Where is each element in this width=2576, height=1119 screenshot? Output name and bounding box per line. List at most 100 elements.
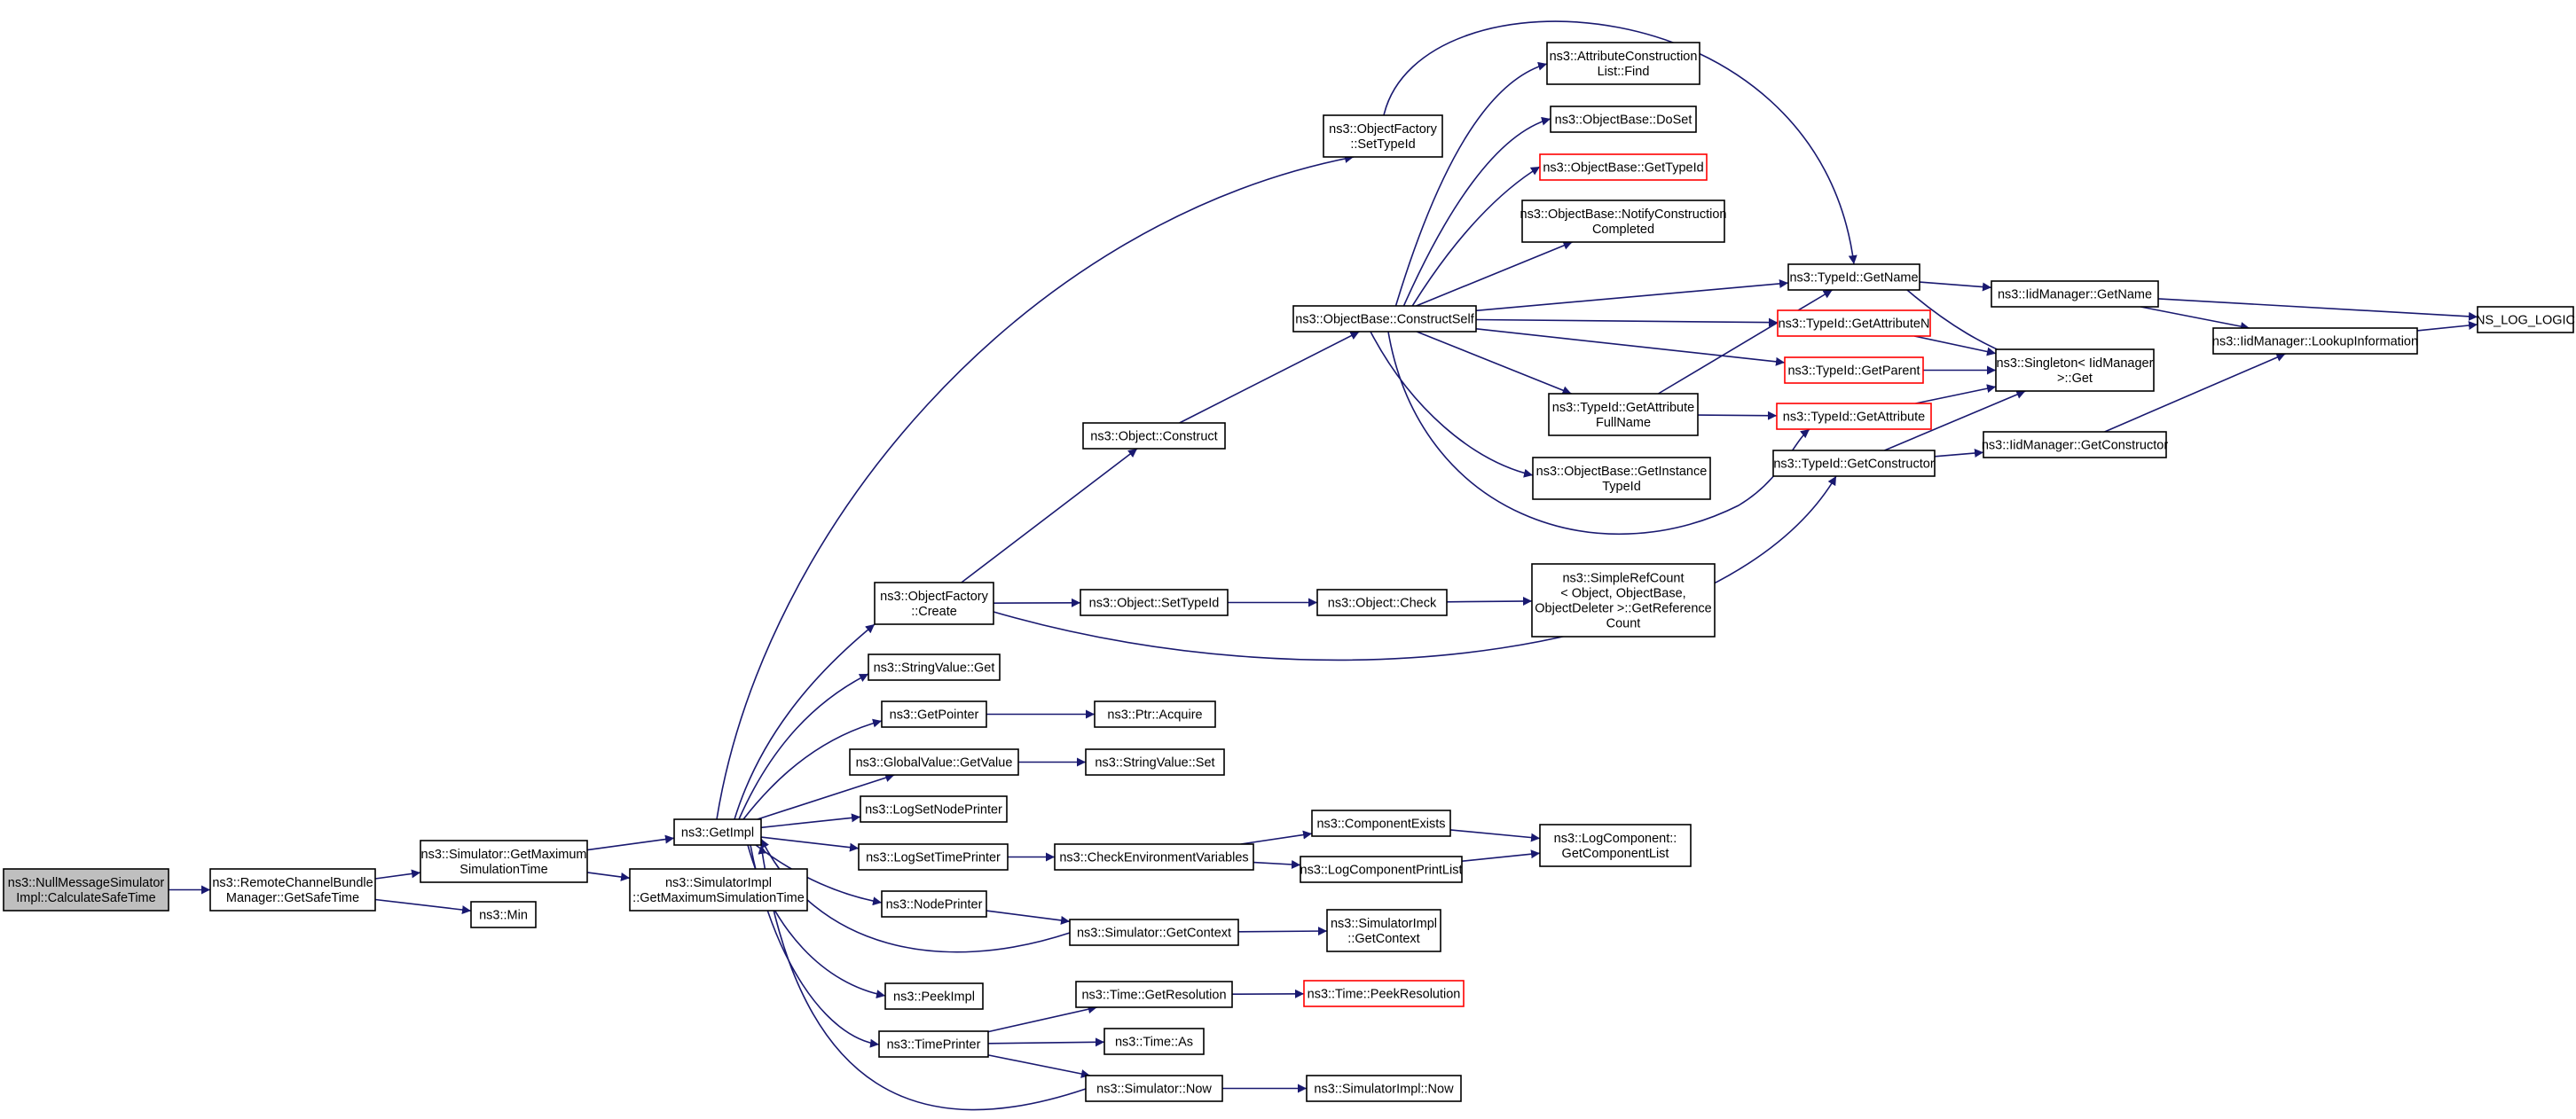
node-box[interactable]	[1983, 431, 2167, 458]
node-box[interactable]	[2212, 327, 2418, 355]
node-constructself[interactable]: ns3::ObjectBase::ConstructSelf	[1292, 305, 1477, 333]
node-simnow[interactable]: ns3::Simulator::Now	[1085, 1075, 1223, 1102]
node-safetime[interactable]: ns3::RemoteChannelBundleManager::GetSafe…	[209, 868, 376, 912]
node-box[interactable]	[849, 748, 1019, 776]
node-box[interactable]	[1085, 748, 1225, 776]
node-box[interactable]	[1292, 305, 1477, 333]
node-timeprinter[interactable]: ns3::TimePrinter	[878, 1030, 989, 1058]
node-box[interactable]	[1548, 393, 1699, 436]
node-ofcreate[interactable]: ns3::ObjectFactory::Create	[874, 582, 994, 625]
node-box[interactable]	[1316, 589, 1448, 616]
node-obgettype[interactable]: ns3::ObjectBase::GetTypeId	[1539, 153, 1708, 181]
node-box[interactable]	[1094, 700, 1216, 728]
node-box[interactable]	[1300, 856, 1463, 883]
node-box[interactable]	[878, 1030, 989, 1058]
node-timeas[interactable]: ns3::Time::As	[1103, 1028, 1205, 1055]
node-doset[interactable]: ns3::ObjectBase::DoSet	[1550, 106, 1697, 133]
node-getimpl[interactable]: ns3::GetImpl	[673, 818, 762, 846]
node-peekimpl[interactable]: ns3::PeekImpl	[884, 982, 984, 1010]
node-box[interactable]	[420, 840, 588, 883]
node-objsettype[interactable]: ns3::Object::SetTypeId	[1080, 589, 1229, 616]
node-tgetname[interactable]: ns3::TypeId::GetName	[1787, 263, 1920, 291]
node-box[interactable]	[1521, 200, 1725, 243]
node-simctx[interactable]: ns3::Simulator::GetContext	[1069, 919, 1239, 946]
node-box[interactable]	[858, 843, 1009, 871]
node-iidgetctor[interactable]: ns3::IidManager::GetConstructor	[1982, 431, 2169, 458]
node-box[interactable]	[629, 868, 808, 912]
node-strset[interactable]: ns3::StringValue::Set	[1085, 748, 1225, 776]
node-box[interactable]	[1054, 843, 1254, 871]
node-box[interactable]	[3, 868, 169, 912]
node-box[interactable]	[1991, 280, 2159, 308]
node-box[interactable]	[1306, 1075, 1462, 1102]
node-nodeprinter[interactable]: ns3::NodePrinter	[881, 890, 987, 918]
node-box[interactable]	[1539, 824, 1692, 867]
node-box[interactable]	[1069, 919, 1239, 946]
node-implmax[interactable]: ns3::SimulatorImpl::GetMaximumSimulation…	[629, 868, 808, 912]
node-box[interactable]	[1539, 153, 1708, 181]
node-box[interactable]	[868, 653, 1001, 681]
node-box[interactable]	[470, 901, 537, 928]
node-implnow[interactable]: ns3::SimulatorImpl::Now	[1306, 1075, 1462, 1102]
node-box[interactable]	[1326, 909, 1441, 952]
node-ptracq[interactable]: ns3::Ptr::Acquire	[1094, 700, 1216, 728]
node-getcomplist[interactable]: ns3::LogComponent::GetComponentList	[1539, 824, 1692, 867]
node-tgetattrn[interactable]: ns3::TypeId::GetAttributeN	[1777, 309, 1931, 337]
node-ofsettype[interactable]: ns3::ObjectFactory::SetTypeId	[1323, 114, 1443, 158]
node-box[interactable]	[1103, 1028, 1205, 1055]
node-calc[interactable]: ns3::NullMessageSimulatorImpl::Calculate…	[3, 868, 169, 912]
node-tgetctor[interactable]: ns3::TypeId::GetConstructor	[1772, 450, 1936, 477]
node-checkenv[interactable]: ns3::CheckEnvironmentVariables	[1054, 843, 1254, 871]
node-objconstruct[interactable]: ns3::Object::Construct	[1082, 422, 1226, 450]
node-nslog[interactable]: NS_LOG_LOGIC	[2476, 306, 2575, 333]
node-tgetattr[interactable]: ns3::TypeId::GetAttribute	[1776, 403, 1932, 430]
node-box[interactable]	[874, 582, 994, 625]
node-singleton[interactable]: ns3::Singleton< IidManager >::Get	[1995, 348, 2155, 392]
node-box[interactable]	[860, 795, 1008, 823]
node-simmax[interactable]: ns3::Simulator::GetMaximumSimulationTime	[420, 840, 588, 883]
node-box[interactable]	[1772, 450, 1936, 477]
node-getres[interactable]: ns3::Time::GetResolution	[1075, 981, 1233, 1008]
node-box[interactable]	[884, 982, 984, 1010]
node-box[interactable]	[1995, 348, 2155, 392]
node-box[interactable]	[1323, 114, 1443, 158]
node-box[interactable]	[1532, 457, 1711, 500]
node-peekres[interactable]: ns3::Time::PeekResolution	[1303, 980, 1465, 1007]
node-box[interactable]	[1082, 422, 1226, 450]
node-objcheck[interactable]: ns3::Object::Check	[1316, 589, 1448, 616]
node-box[interactable]	[2477, 306, 2574, 333]
node-iidgetname[interactable]: ns3::IidManager::GetName	[1991, 280, 2159, 308]
node-strget[interactable]: ns3::StringValue::Get	[868, 653, 1001, 681]
node-box[interactable]	[1776, 403, 1932, 430]
node-box[interactable]	[881, 700, 987, 728]
node-logtime[interactable]: ns3::LogSetTimePrinter	[858, 843, 1009, 871]
node-refcount[interactable]: ns3::SimpleRefCount< Object, ObjectBase,…	[1531, 563, 1716, 638]
node-box[interactable]	[1531, 563, 1716, 638]
node-box[interactable]	[1784, 356, 1924, 384]
node-gvget[interactable]: ns3::GlobalValue::GetValue	[849, 748, 1019, 776]
node-box[interactable]	[1311, 810, 1451, 837]
node-box[interactable]	[1303, 980, 1465, 1007]
node-box[interactable]	[1787, 263, 1920, 291]
node-box[interactable]	[1546, 42, 1700, 85]
node-logcompprint[interactable]: ns3::LogComponentPrintList	[1300, 856, 1463, 883]
node-box[interactable]	[1550, 106, 1697, 133]
node-tgetparent[interactable]: ns3::TypeId::GetParent	[1784, 356, 1924, 384]
node-box[interactable]	[1777, 309, 1931, 337]
node-box[interactable]	[881, 890, 987, 918]
node-notify[interactable]: ns3::ObjectBase::NotifyConstructionCompl…	[1520, 200, 1727, 243]
node-box[interactable]	[1080, 589, 1229, 616]
node-min[interactable]: ns3::Min	[470, 901, 537, 928]
node-lookup[interactable]: ns3::IidManager::LookupInformation	[2212, 327, 2418, 355]
node-box[interactable]	[673, 818, 762, 846]
node-compexists[interactable]: ns3::ComponentExists	[1311, 810, 1451, 837]
node-box[interactable]	[1085, 1075, 1223, 1102]
node-implctx[interactable]: ns3::SimulatorImpl::GetContext	[1326, 909, 1441, 952]
node-lognode[interactable]: ns3::LogSetNodePrinter	[860, 795, 1008, 823]
node-box[interactable]	[1075, 981, 1233, 1008]
node-box[interactable]	[209, 868, 376, 912]
node-getptr[interactable]: ns3::GetPointer	[881, 700, 987, 728]
